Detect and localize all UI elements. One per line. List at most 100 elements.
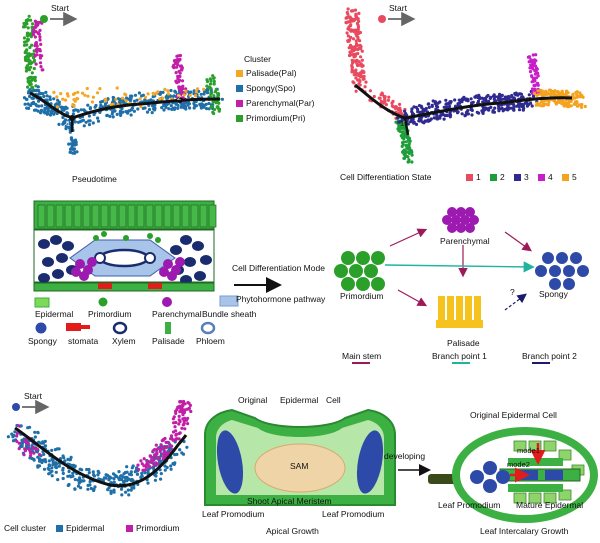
scatter-point xyxy=(209,91,213,95)
scatter-point xyxy=(517,108,522,112)
scatter-point xyxy=(43,107,47,111)
primordium-cell xyxy=(123,235,129,241)
palisade-cell xyxy=(55,204,64,228)
scatter-point xyxy=(53,103,57,107)
scatter-point xyxy=(89,486,93,491)
scatter-point xyxy=(217,101,221,105)
scatter-point xyxy=(355,34,359,38)
scatter-point xyxy=(549,91,553,95)
scatter-point xyxy=(81,91,85,95)
scatter-point xyxy=(459,98,463,103)
scatter-point xyxy=(180,79,185,83)
scatter-point xyxy=(196,87,200,91)
scatter-point xyxy=(520,102,525,106)
scatter-point xyxy=(180,90,184,94)
scatter-point xyxy=(493,106,497,110)
scatter-point xyxy=(507,94,511,99)
start-dot-a xyxy=(40,15,48,23)
pseudotime-label: Pseudotime xyxy=(72,174,117,184)
spongy-cell xyxy=(50,235,62,245)
primordium-cell xyxy=(371,251,385,265)
scatter-point xyxy=(26,26,30,30)
scatter-point xyxy=(356,17,360,21)
scatter-point xyxy=(200,102,204,106)
scatter-point xyxy=(523,101,527,105)
palisade-label: Palisade xyxy=(447,338,480,348)
scatter-point xyxy=(145,110,150,114)
scatter-point xyxy=(403,109,407,113)
scatter-point xyxy=(402,137,406,141)
scatter-point xyxy=(357,19,361,23)
scatter-point xyxy=(61,468,65,472)
spongy-label: Spongy xyxy=(539,289,568,299)
palisade-cell xyxy=(136,204,145,228)
scatter-point xyxy=(409,149,413,153)
scatter-point xyxy=(398,120,402,124)
scatter-point xyxy=(506,107,510,111)
spongy-cell xyxy=(535,265,547,277)
scatter-point xyxy=(406,122,410,126)
scatter-point xyxy=(17,441,21,445)
scatter-point xyxy=(216,93,221,97)
primordium-legend-swatch xyxy=(126,525,133,532)
scatter-point xyxy=(44,90,48,94)
scatter-point xyxy=(119,474,123,478)
scatter-point xyxy=(17,447,21,451)
scatter-point xyxy=(416,107,420,111)
scatter-point xyxy=(91,95,95,99)
palisade-cell xyxy=(438,296,445,320)
scatter-point xyxy=(434,104,439,108)
scatter-point xyxy=(62,456,66,460)
scatter-point xyxy=(139,475,143,479)
primordium-dot-icon xyxy=(98,297,108,307)
scatter-point xyxy=(26,76,30,81)
scatter-point xyxy=(358,43,362,47)
scatter-point xyxy=(491,109,495,113)
legend-xylem-label: Xylem xyxy=(112,336,136,346)
scatter-point xyxy=(410,107,414,111)
branch-label-a1: 1 xyxy=(66,119,71,128)
scatter-point xyxy=(220,97,224,101)
scatter-point xyxy=(360,64,364,68)
spongy-cell xyxy=(194,271,206,281)
question-mark: ? xyxy=(510,287,515,297)
scatter-point xyxy=(132,99,137,103)
scatter-point xyxy=(360,58,364,62)
spongy-cell-cluster xyxy=(535,252,589,290)
scatter-point xyxy=(117,470,121,474)
primordium-cell xyxy=(101,231,107,237)
mode2-label: mode2 xyxy=(507,460,530,469)
parenchymal-cell-cluster xyxy=(442,207,479,233)
scatter-point xyxy=(398,106,402,110)
scatter-point xyxy=(104,473,108,477)
scatter-point xyxy=(178,431,182,435)
scatter-point xyxy=(133,470,137,474)
scatter-point xyxy=(181,417,185,421)
scatter-point xyxy=(38,35,42,39)
state-1-swatch xyxy=(466,174,473,181)
scatter-point xyxy=(33,430,37,434)
scatter-point xyxy=(109,481,113,485)
scatter-point xyxy=(34,89,39,93)
phloem-ring-icon xyxy=(200,321,216,335)
scatter-point xyxy=(29,451,33,455)
parenchymal-cell xyxy=(460,215,470,225)
scatter-point xyxy=(535,67,539,71)
scatter-point xyxy=(17,424,21,428)
parenchymal-cell xyxy=(159,267,169,277)
spongy-cell xyxy=(549,278,561,290)
scatter-point xyxy=(178,400,182,404)
scatter-point xyxy=(186,103,190,107)
scatter-point xyxy=(164,440,168,444)
scatter-point xyxy=(473,95,477,99)
scatter-point xyxy=(184,89,188,93)
scatter-point xyxy=(357,60,361,64)
scatter-point xyxy=(79,108,83,112)
spongy-cell xyxy=(577,265,589,277)
scatter-point xyxy=(426,119,430,123)
scatter-point xyxy=(85,86,89,91)
scatter-point xyxy=(46,107,50,111)
scatter-point xyxy=(575,93,579,97)
scatter-point xyxy=(162,108,166,112)
scatter-point xyxy=(208,77,212,81)
